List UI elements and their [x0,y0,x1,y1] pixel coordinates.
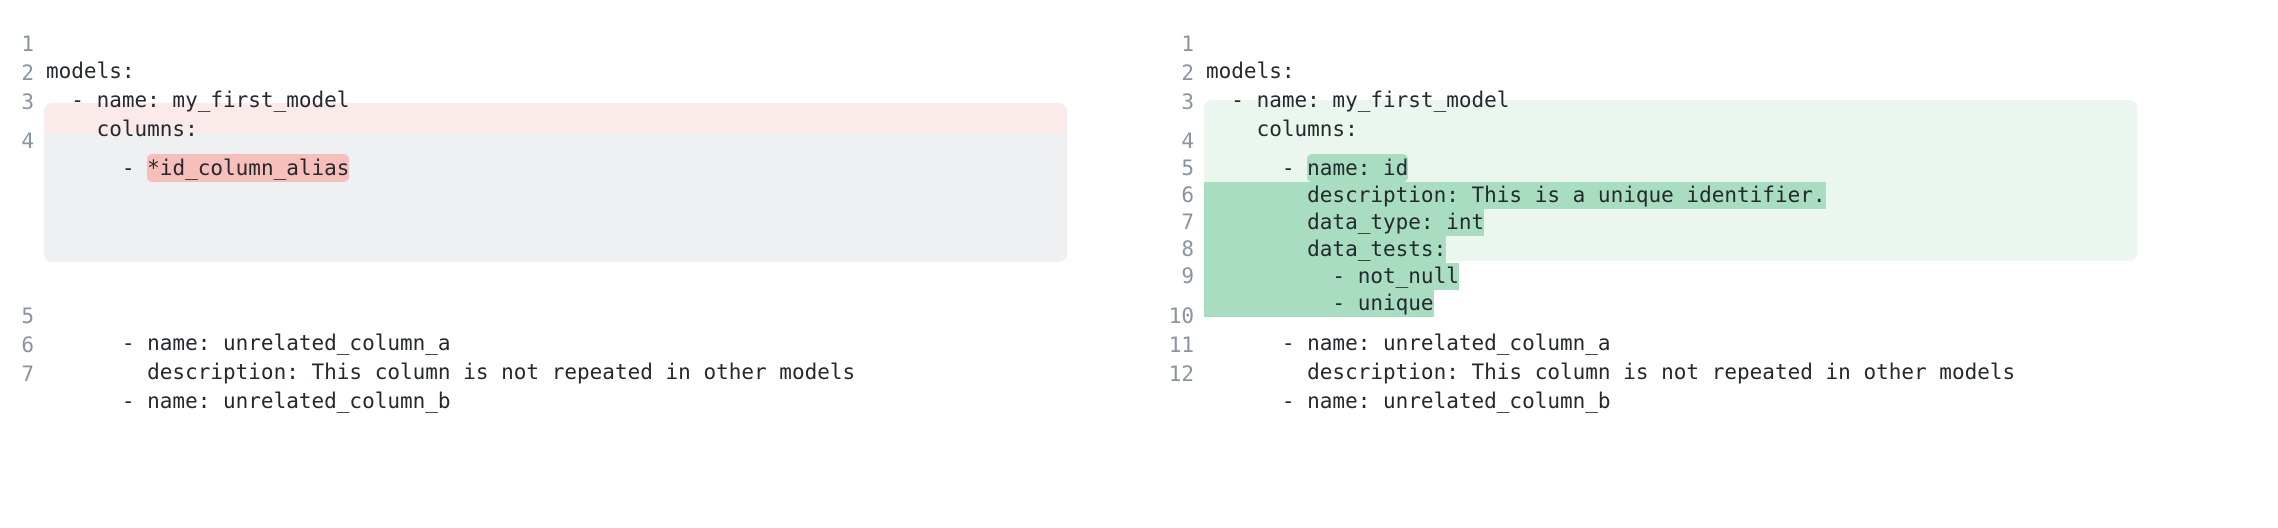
line-number: 3 [1181,90,1194,114]
added-inline-highlight[interactable]: data_tests: [1204,236,1447,263]
line-code[interactable]: description: This column is not repeated… [1206,360,2016,384]
code-line: 10 - name: unrelated_column_a [1130,276,1611,355]
line-number: 4 [21,129,34,153]
line-indent-prefix: - [1206,156,1308,180]
removed-line-block [44,103,1067,134]
line-number: 12 [1168,362,1194,386]
code-line: 11 description: This column is not repea… [1130,305,2015,384]
code-line: 1 models: [1130,4,1294,83]
added-inline-highlight[interactable]: description: This is a unique identifier… [1204,182,1826,209]
line-number: 11 [1168,333,1194,357]
code-line-added: 4 - name: id [1130,101,1409,182]
code-line: 12 - name: unrelated_column_b [1130,334,1611,413]
line-number: 2 [1181,61,1194,85]
added-inline-highlight[interactable]: data_type: int [1204,209,1485,236]
line-number: 5 [1181,156,1194,180]
code-line: 5 - name: unrelated_column_a [0,276,450,355]
code-line: 3 columns: [0,62,197,141]
line-code[interactable]: columns: [1206,117,1358,141]
added-inline-highlight: name: id [1307,154,1409,182]
code-line-added: 7 data_tests: [1130,182,1447,263]
line-code[interactable]: - name: my_first_model [1206,88,1510,112]
line-code[interactable]: - name: id [1206,154,1409,182]
line-number: 6 [1181,183,1194,207]
line-indent-prefix: - [46,156,148,180]
line-number: 1 [21,32,34,56]
code-line-added: 9 - unique [1130,236,1434,317]
line-code[interactable]: - *id_column_alias [46,154,350,182]
line-code[interactable]: - name: unrelated_column_a [1206,331,1611,355]
code-line-added: 5 description: This is a unique identifi… [1130,128,1826,209]
line-number: 9 [1181,264,1194,288]
diff-panel-before: 1 models: 2 - name: my_first_model 3 col… [0,0,1090,528]
removed-inline-highlight: *id_column_alias [147,154,350,182]
line-number: 3 [21,90,34,114]
code-line: 3 columns: [1130,62,1357,141]
line-number: 2 [21,61,34,85]
code-line: 7 - name: unrelated_column_b [0,334,450,413]
added-inline-highlight[interactable]: - not_null [1204,263,1459,290]
line-number: 7 [21,362,34,386]
code-line: 6 description: This column is not repeat… [0,305,855,384]
line-code[interactable]: models: [1206,59,1295,83]
code-line: 1 models: [0,4,134,83]
code-line: 2 - name: my_first_model [0,33,349,112]
line-number: 8 [1181,237,1194,261]
line-code[interactable]: - name: my_first_model [46,88,350,112]
line-code[interactable]: - name: unrelated_column_b [46,389,451,413]
line-number: 10 [1168,304,1194,328]
code-line-removed: 4 - *id_column_alias [0,101,350,182]
code-line-added: 8 - not_null [1130,209,1459,290]
line-number: 4 [1181,129,1194,153]
line-number: 7 [1181,210,1194,234]
line-code[interactable]: description: This column is not repeated… [46,360,856,384]
line-number: 6 [21,333,34,357]
line-number: 1 [1181,32,1194,56]
line-code[interactable]: columns: [46,117,198,141]
line-code[interactable]: - name: unrelated_column_a [46,331,451,355]
diff-panel-after: 1 models: 2 - name: my_first_model 3 col… [1130,0,2278,528]
code-line-added: 6 data_type: int [1130,155,1485,236]
line-number: 5 [21,304,34,328]
line-code[interactable]: - name: unrelated_column_b [1206,389,1611,413]
line-code[interactable]: models: [46,59,135,83]
added-inline-highlight[interactable]: - unique [1204,290,1434,317]
code-line: 2 - name: my_first_model [1130,33,1509,112]
